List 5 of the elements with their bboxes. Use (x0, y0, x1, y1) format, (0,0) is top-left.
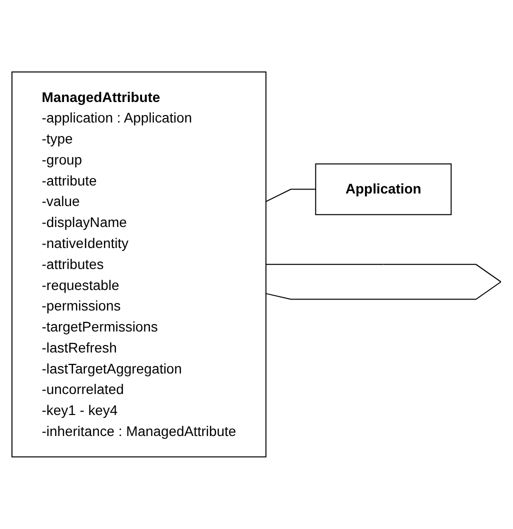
class-diagram: ManagedAttribute -application : Application -type -group -attribute -value -displayName -nativeIdentity -attributes -requestable -permissions -targetPermissions -lastRefresh -lastTargetAggregation -uncorrelated -key1 - key4 -inheritance : ManagedAttribute Application (4, 64, 509, 465)
connector (265, 264, 502, 300)
connector (265, 188, 316, 202)
node-box (11, 72, 266, 458)
node-box (315, 163, 452, 216)
